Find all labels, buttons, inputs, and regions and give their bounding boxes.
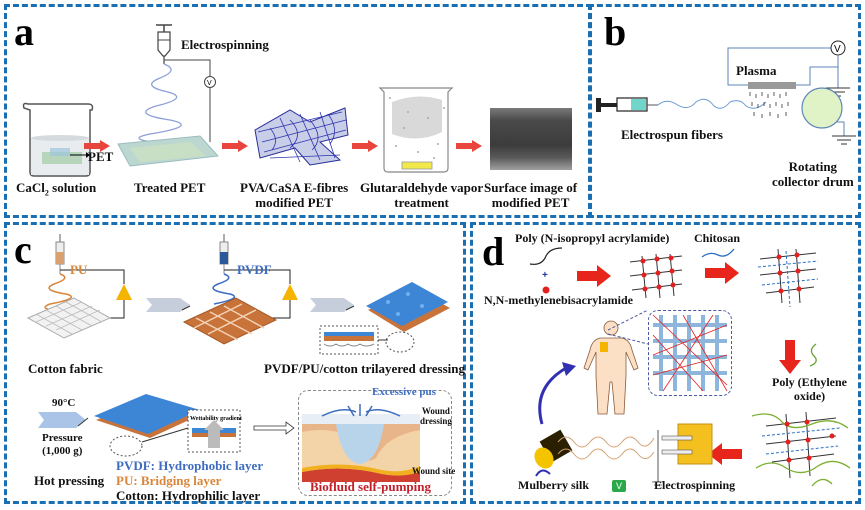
temperature-label: 90°C [52,397,76,409]
electrospinning-setup: V [117,24,220,167]
rotation-arrow-icon [535,469,551,477]
fibre-mesh-icon [254,107,349,166]
fiber-mesh-inset [652,314,728,392]
syringe-icon [596,97,658,112]
wound-cross-section [302,404,420,482]
pnipam-label: Poly (N-isopropyl acrylamide) [515,231,670,245]
wound-patch [600,342,608,352]
chitosan-label: Chitosan [694,231,741,245]
pu-coated-fabric-icon [182,297,278,345]
arrow-right-icon [456,140,482,152]
mba-label: N,N-methylenebisacrylamide [484,293,633,307]
hot-pressing-arrow-icon [38,412,89,428]
wettability-label: Wettability gradient [190,416,242,422]
plasma-electrode [748,82,796,89]
wettability-arrow-icon [204,420,224,448]
glutaraldehyde-beaker-icon [378,87,454,173]
plasma-electrospinning-setup: V [596,40,856,145]
panel-d-label: d [482,229,505,274]
trilayer-dressing-icon [319,282,450,355]
human-body-icon [583,320,639,415]
electrospun-fibers-label: Electrospun fibers [621,127,723,142]
voltage-symbol: V [834,44,841,55]
panel-b [588,4,861,218]
wound-site-label: Wound site [412,466,456,476]
treated-pet-caption: Treated PET [134,180,206,195]
panel-a-label: a [14,9,34,54]
plus-sign: + [542,270,548,281]
mesh-inset-frame [648,310,732,396]
process-arrow-icon [310,298,355,312]
excessive-pus-label: Excessive pus [372,386,436,398]
arrow-right-icon [222,140,248,152]
chitosan-network-icon [757,248,819,308]
rotating-drum-label: Rotating collector drum [772,159,854,189]
high-voltage-icon [116,284,132,300]
wound-dressing-label: Wound dressing [420,406,452,427]
panel-c-label: c [14,227,32,272]
mulberry-silk-roll-icon [534,429,573,469]
pu-label: PU [70,262,88,277]
pva-casa-caption: PVA/CaSA E-fibres modified PET [240,180,349,210]
layer-cotton-label: Cotton: Hydrophilic layer [116,488,261,503]
arrow-right-icon [705,262,739,284]
voltage-source-icon: V [612,480,626,492]
panel-c [4,222,466,504]
crosslinker-dot [542,286,550,294]
high-voltage-icon [282,284,298,300]
layer-pvdf-label: PVDF: Hydrophobic layer [116,458,264,473]
pu-electrospinning-setup [26,234,132,339]
process-arrow-icon [146,298,191,312]
arrow-right-icon [352,140,378,152]
peo-network-icon [751,411,851,487]
wound-inset-frame [298,390,452,496]
pressed-dressing-icon: Wettability gradient [94,394,242,457]
panel-d [470,222,861,504]
electrospinning-setup-d [534,423,713,486]
pvdf-electrospinning-setup [182,234,298,345]
syringe-icon [219,234,229,274]
plasma-label: Plasma [736,63,777,78]
arrow-right-icon [84,140,110,152]
treated-pet-fabric [117,135,220,167]
cacl2-beaker-icon [22,102,94,177]
process-arrow-icon [253,421,295,435]
panel-b-label: b [604,9,627,54]
syringe-icon [55,234,65,274]
pressure-label: Pressure (1,000 g) [42,432,83,457]
collector-drum [801,87,843,129]
pvdf-label: PVDF [237,262,272,277]
arrow-down-icon [779,340,801,374]
chitosan-chain-icon [701,248,735,258]
syringe-icon [156,24,172,64]
hot-pressing-caption: Hot pressing [34,473,105,488]
callout-dashes [607,309,649,345]
surface-image-caption: Surface image of modified PET [484,180,578,210]
electrospinning-label: Electrospinning [181,37,269,52]
voltage-symbol: V [207,80,212,87]
cotton-fabric-icon [26,297,112,339]
arrow-left-icon [708,443,742,465]
pnipam-network-icon [629,253,683,299]
layer-pu-label: PU: Bridging layer [116,473,222,488]
trilayer-caption: PVDF/PU/cotton trilayered dressing [264,361,465,376]
cotton-fabric-caption: Cotton fabric [28,361,103,376]
peo-chain-icon [809,343,817,367]
biofluid-label: Biofluid self-pumping [310,479,432,494]
monomer-icon: + [529,247,563,294]
curved-arrow-icon [538,362,576,425]
glutaraldehyde-caption: Glutaraldehyde vapor treatment [360,180,484,210]
mulberry-silk-label: Mulberry silk [518,478,589,492]
peo-label: Poly (Ethylene oxide) [772,375,847,403]
pet-pointer-arrow [70,152,90,158]
electrospinning-label-d: Electrospinning [654,478,736,492]
arrow-right-icon [577,265,611,287]
sem-surface-image [490,108,572,170]
cacl2-caption: CaCl2 solution [16,180,97,198]
pet-label: PET [88,149,114,164]
